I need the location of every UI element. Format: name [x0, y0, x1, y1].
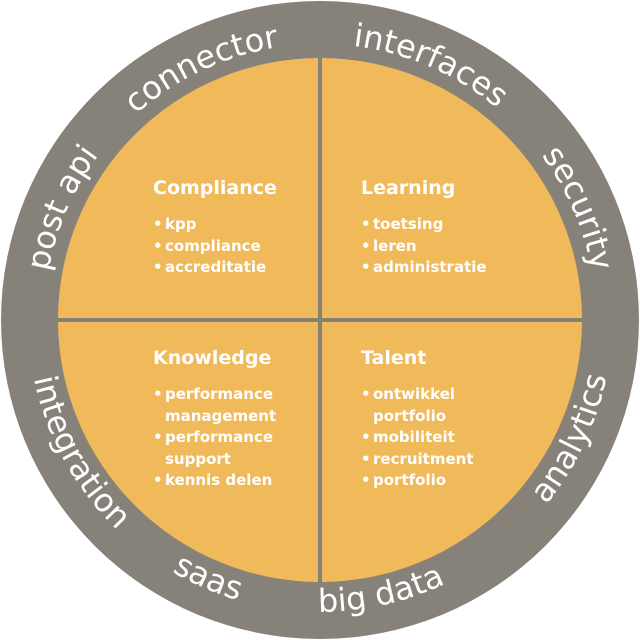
list-item: accreditatie: [153, 257, 313, 279]
list-item: kpp: [153, 214, 313, 236]
quadrant-compliance: Compliance kpp compliance accreditatie: [153, 176, 313, 279]
quadrant-talent: Talent ontwikkel portfolio mobiliteit re…: [361, 346, 491, 492]
quadrant-knowledge: Knowledge performance management perform…: [153, 346, 303, 492]
list-item: recruitment: [361, 449, 491, 471]
list-item: kennis delen: [153, 470, 303, 492]
list-item: performance support: [153, 427, 303, 470]
quadrant-learning: Learning toetsing leren administratie: [361, 176, 531, 279]
quadrant-title: Learning: [361, 177, 456, 199]
quadrant-list: kpp compliance accreditatie: [153, 214, 313, 279]
list-item: mobiliteit: [361, 427, 491, 449]
quadrant-title: Compliance: [153, 177, 277, 199]
quadrant-list: ontwikkel portfolio mobiliteit recruitme…: [361, 384, 491, 492]
list-item: portfolio: [361, 470, 491, 492]
list-item: performance management: [153, 384, 303, 427]
quadrant-list: toetsing leren administratie: [361, 214, 531, 279]
list-item: toetsing: [361, 214, 531, 236]
list-item: leren: [361, 236, 531, 258]
list-item: compliance: [153, 236, 313, 258]
list-item: administratie: [361, 257, 531, 279]
quadrant-title: Knowledge: [153, 347, 272, 369]
list-item: ontwikkel portfolio: [361, 384, 491, 427]
quadrant-list: performance management performance suppo…: [153, 384, 303, 492]
quadrant-title: Talent: [361, 347, 427, 369]
